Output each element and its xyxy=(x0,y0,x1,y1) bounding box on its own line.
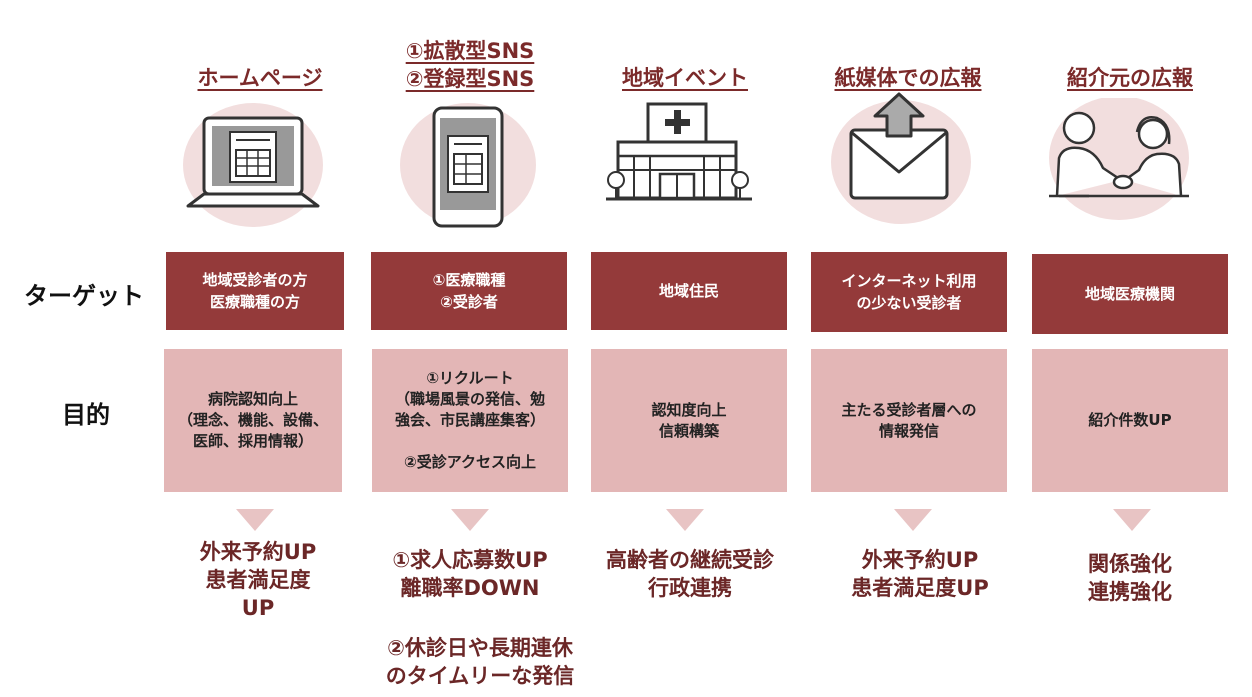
purpose-box-event: 認知度向上 信頼構築 xyxy=(591,349,787,492)
column-title-event: 地域イベント xyxy=(622,66,748,90)
result-print: 外来予約UP 患者満足度UP xyxy=(851,548,989,600)
column-title-homepage: ホームページ xyxy=(197,66,323,90)
column-title-sns-line2: ②登録型SNS xyxy=(405,67,535,91)
target-box-print: インターネット利用 の少ない受診者 xyxy=(811,252,1007,332)
target-box-homepage: 地域受診者の方 医療職種の方 xyxy=(166,252,344,330)
arrow-down-icon xyxy=(1113,509,1151,531)
row-label-target: ターゲット xyxy=(24,282,144,310)
arrow-down-icon xyxy=(451,509,489,531)
column-title-sns: ①拡散型SNS ②登録型SNS xyxy=(372,37,568,93)
smartphone-icon xyxy=(396,100,546,250)
result-event: 高齢者の継続受診 行政連携 xyxy=(606,548,774,600)
hospital-icon xyxy=(604,98,754,248)
mail-upload-icon xyxy=(831,92,981,242)
column-title-referral: 紹介元の広報 xyxy=(1067,66,1193,90)
row-label-purpose: 目的 xyxy=(62,401,110,429)
result-homepage: 外来予約UP 患者満足度 UP xyxy=(199,540,317,620)
result-sns-secondary: ②休診日や長期連休 のタイムリーな発信 xyxy=(385,636,575,688)
purpose-box-sns: ①リクルート （職場風景の発信、勉 強会、市民講座集客） ②受診アクセス向上 xyxy=(372,349,568,492)
target-box-sns: ①医療職種 ②受診者 xyxy=(371,252,567,330)
purpose-box-homepage: 病院認知向上 （理念、機能、設備、 医師、採用情報） xyxy=(164,349,342,492)
result-sns: ①求人応募数UP 離職率DOWN xyxy=(392,548,548,600)
purpose-box-referral: 紹介件数UP xyxy=(1032,349,1228,492)
handshake-icon xyxy=(1049,96,1199,248)
arrow-down-icon xyxy=(666,509,704,531)
laptop-icon xyxy=(178,100,328,250)
column-title-sns-line1: ①拡散型SNS xyxy=(405,39,535,63)
arrow-down-icon xyxy=(236,509,274,531)
target-box-event: 地域住民 xyxy=(591,252,787,330)
purpose-box-print: 主たる受診者層への 情報発信 xyxy=(811,349,1007,492)
arrow-down-icon xyxy=(894,509,932,531)
result-referral: 関係強化 連携強化 xyxy=(1088,552,1172,604)
target-box-referral: 地域医療機関 xyxy=(1032,254,1228,334)
column-title-print: 紙媒体での広報 xyxy=(834,66,982,90)
